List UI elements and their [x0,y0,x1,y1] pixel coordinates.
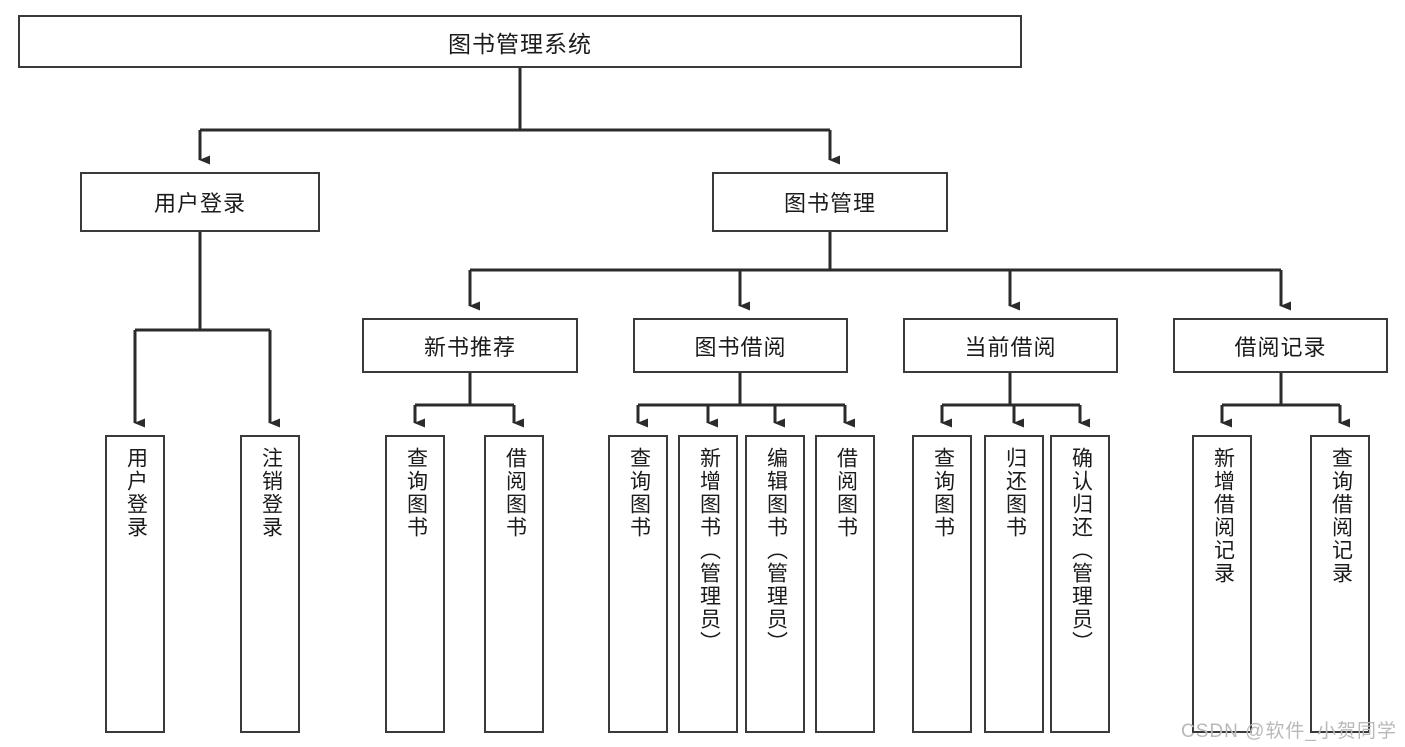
leaf-borrow-book-recommend[interactable]: 借阅图书 [484,435,544,733]
node-current-borrow[interactable]: 当前借阅 [903,318,1118,373]
leaf-user-login[interactable]: 用户登录 [105,435,165,733]
node-label: 查询图书 [627,447,651,539]
node-label: 归还图书 [1003,447,1027,539]
leaf-borrow-book[interactable]: 借阅图书 [815,435,875,733]
node-borrow-record[interactable]: 借阅记录 [1173,318,1388,373]
leaf-query-borrow-record[interactable]: 查询借阅记录 [1310,435,1370,733]
node-label: 确认归还（管理员） [1069,447,1093,654]
node-label: 查询图书 [404,447,428,539]
node-label: 查询借阅记录 [1329,447,1353,585]
node-label: 借阅记录 [1234,334,1327,360]
leaf-query-book-recommend[interactable]: 查询图书 [385,435,445,733]
leaf-add-borrow-record[interactable]: 新增借阅记录 [1192,435,1252,733]
leaf-query-book-current[interactable]: 查询图书 [912,435,972,733]
node-label: 借阅图书 [503,447,527,539]
node-label: 查询图书 [931,447,955,539]
node-label: 图书管理 [783,191,876,216]
node-user-login[interactable]: 用户登录 [80,172,320,232]
node-book-borrow[interactable]: 图书借阅 [633,318,848,373]
node-label: 新书推荐 [423,334,516,360]
node-label: 图书管理系统 [448,30,592,57]
node-label: 新增借阅记录 [1211,447,1235,585]
leaf-add-book-admin[interactable]: 新增图书（管理员） [678,435,738,733]
node-label: 当前借阅 [964,334,1057,360]
node-label: 新增图书（管理员） [697,447,721,654]
node-root-system[interactable]: 图书管理系统 [18,15,1022,68]
node-label: 用户登录 [153,191,246,216]
node-label: 注销登录 [259,447,283,539]
leaf-query-book-borrow[interactable]: 查询图书 [608,435,668,733]
node-label: 用户登录 [124,447,148,539]
node-new-book-recommendation[interactable]: 新书推荐 [362,318,578,373]
node-label: 编辑图书（管理员） [764,447,788,654]
leaf-return-book[interactable]: 归还图书 [984,435,1044,733]
node-label: 图书借阅 [694,334,787,360]
node-book-management[interactable]: 图书管理 [712,172,948,232]
leaf-logout[interactable]: 注销登录 [240,435,300,733]
leaf-confirm-return-admin[interactable]: 确认归还（管理员） [1050,435,1110,733]
leaf-edit-book-admin[interactable]: 编辑图书（管理员） [745,435,805,733]
node-label: 借阅图书 [834,447,858,539]
